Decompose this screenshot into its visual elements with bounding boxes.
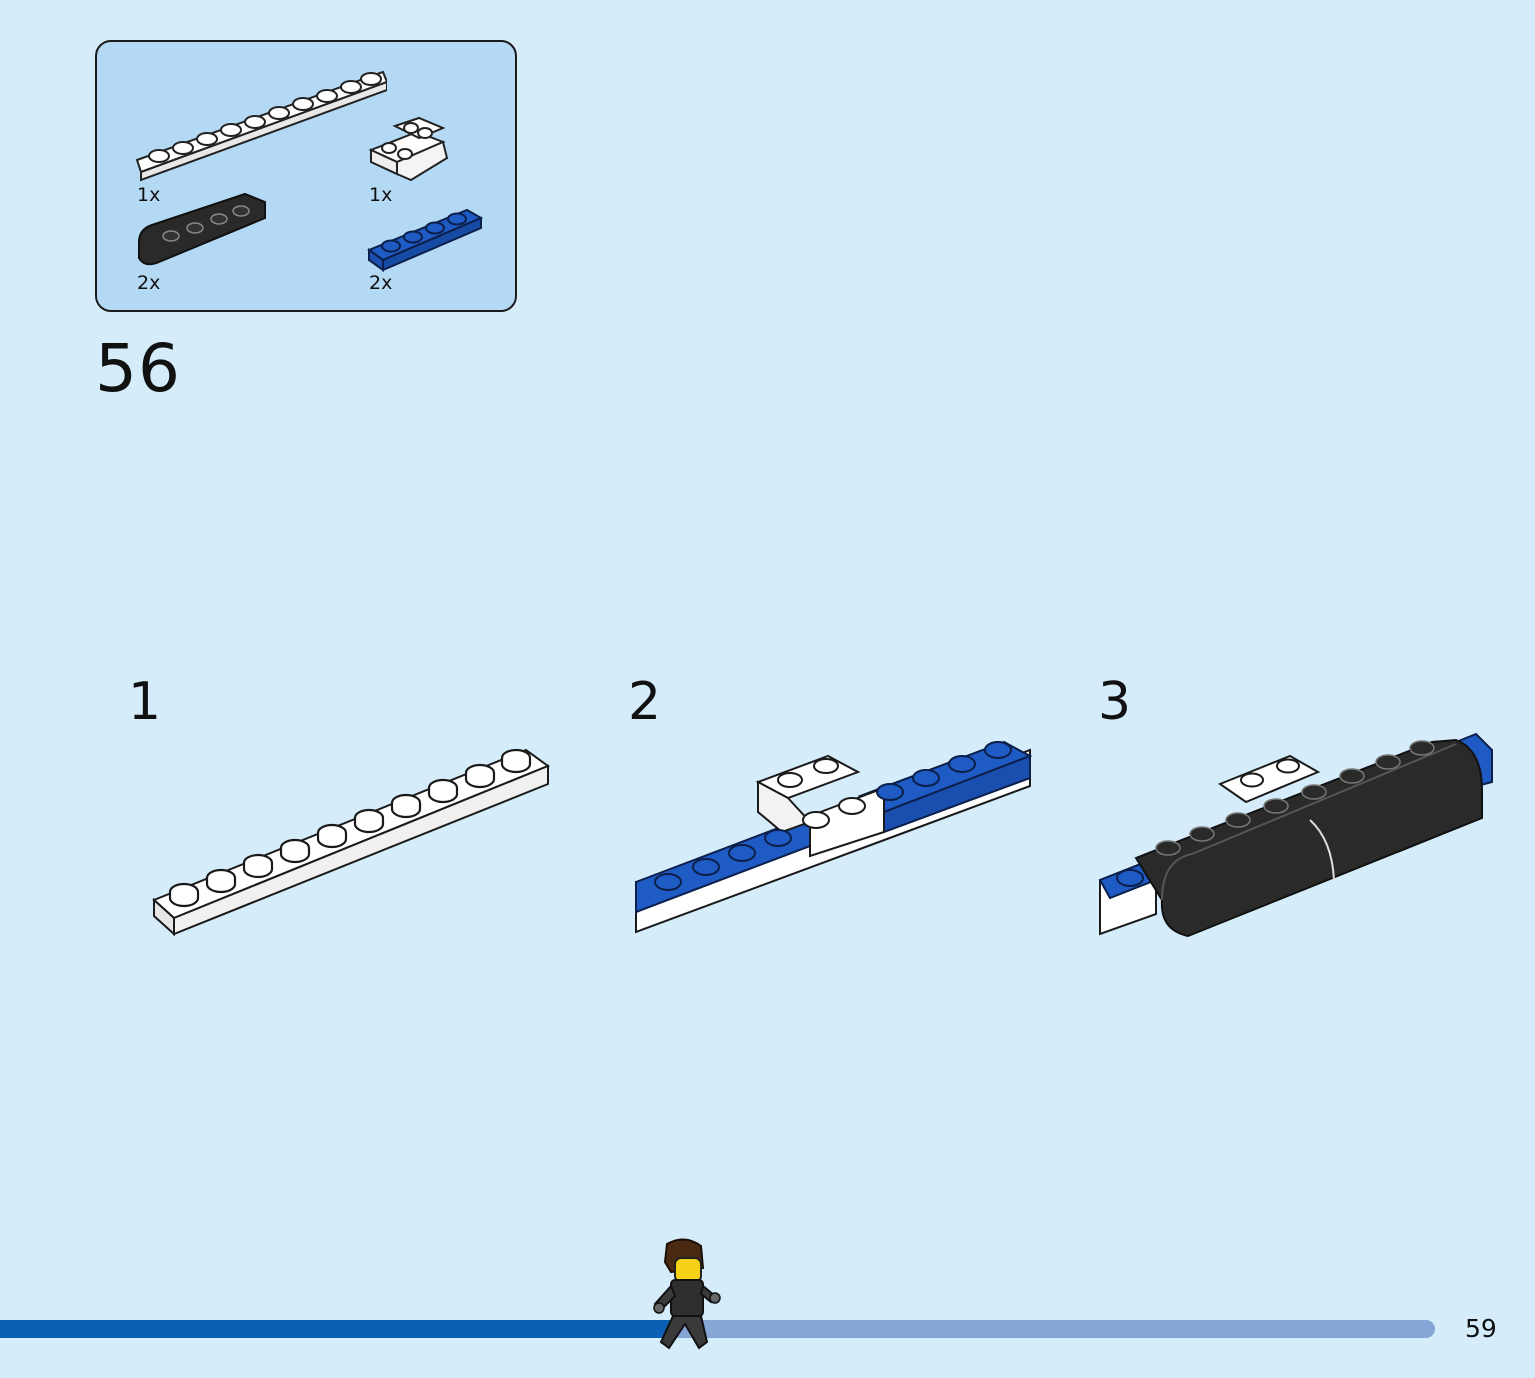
substep-3-build-illustration	[1098, 732, 1493, 938]
minifigure-progress-marker-icon	[653, 1238, 721, 1350]
white-bracket-icon	[368, 116, 449, 182]
part-quantity: 1x	[137, 184, 161, 206]
part-quantity: 2x	[369, 272, 393, 294]
page-number: 59	[1465, 1314, 1497, 1343]
white-plate-1x10-icon	[135, 70, 387, 182]
progress-bar-fill	[0, 1320, 675, 1338]
substep-2-build-illustration	[635, 740, 1033, 934]
substep-1-build-illustration	[152, 748, 551, 936]
black-curved-slope-icon	[138, 192, 266, 266]
progress-bar	[0, 1320, 1435, 1338]
part-quantity: 1x	[369, 184, 393, 206]
substep-label: 3	[1098, 672, 1132, 732]
part-quantity: 2x	[137, 272, 161, 294]
substep-label: 1	[128, 672, 162, 732]
step-number: 56	[95, 330, 181, 407]
substep-label: 2	[628, 672, 662, 732]
blue-plate-1x4-icon	[367, 208, 483, 272]
parts-list-box: 1x 1x 2x 2x	[95, 40, 517, 312]
